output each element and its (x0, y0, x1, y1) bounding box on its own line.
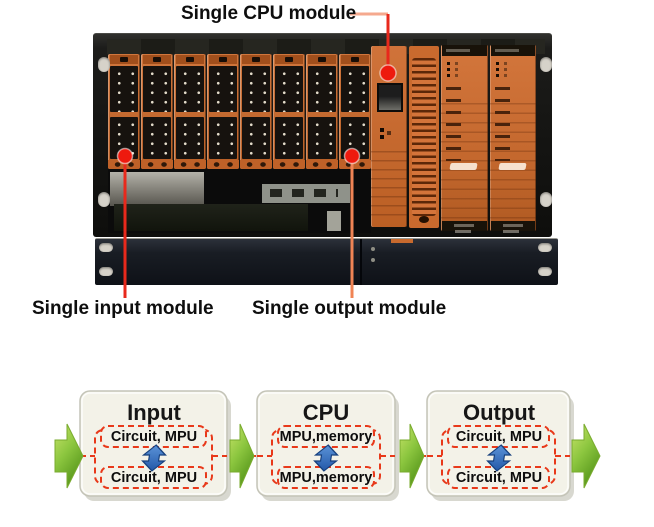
flow-arrow-right-icon (399, 423, 425, 489)
bottom-blank-panel (95, 238, 558, 285)
io-module (174, 54, 206, 169)
module-foot (391, 239, 413, 243)
flow-box-output: Output Circuit, MPU Circuit, MPU (426, 390, 574, 501)
exchange-arrow-icon (486, 444, 512, 472)
plc-rack-photo: Single CPU module Single input module Si… (32, 3, 558, 319)
flow-arrow-right-icon (229, 423, 255, 489)
processor-module-row (441, 45, 536, 231)
mounting-hole (538, 243, 552, 252)
metal-tab (327, 211, 341, 231)
vent-slats (412, 58, 436, 216)
channel-a-outline (447, 425, 550, 448)
panel-seam (360, 239, 362, 285)
flow-box-title: Output (463, 400, 536, 425)
channel-b-label: Circuit, MPU (456, 470, 542, 486)
mounting-hole (540, 57, 552, 72)
channel-a-label: Circuit, MPU (111, 429, 197, 445)
processor-module (441, 45, 488, 231)
channel-b-label: MPU,memory (280, 470, 373, 486)
exchange-arrow-icon (313, 444, 339, 472)
io-module-row (108, 54, 371, 169)
exchange-arrow-icon (141, 444, 167, 472)
module-model-mark (455, 230, 471, 233)
din-rail-bracket (110, 172, 204, 206)
mounting-hole (98, 57, 110, 72)
cpu-module-switches (380, 128, 384, 132)
flow-box-cpu: CPU MPU,memory MPU,memory (256, 390, 399, 501)
mounting-hole (540, 192, 552, 207)
flow-box-input: Input Circuit, MPU Circuit, MPU (79, 390, 231, 501)
mounting-hole (99, 267, 113, 276)
io-module (273, 54, 305, 169)
cpu-module (371, 46, 407, 227)
flow-arrow-right-icon (571, 423, 601, 489)
flow-box-title: CPU (303, 400, 349, 425)
channel-a-label: MPU,memory (280, 429, 373, 445)
channel-a-label: Circuit, MPU (456, 429, 542, 445)
vent-connector (419, 216, 429, 223)
module-model-mark (503, 230, 519, 233)
mounting-hole (99, 243, 113, 252)
processor-module (489, 45, 536, 231)
flow-box-title: Input (127, 400, 181, 425)
flow-arrow-right-icon (54, 423, 84, 489)
io-module (108, 54, 140, 169)
cpu-module-label: Single CPU module (181, 3, 357, 24)
io-module (141, 54, 173, 169)
mounting-hole (538, 267, 552, 276)
channel-b-label: Circuit, MPU (111, 470, 197, 486)
mounting-hole (98, 192, 110, 207)
rack-interior (108, 169, 371, 233)
io-module (207, 54, 239, 169)
input-module-label: Single input module (32, 298, 214, 319)
rack-shelf (114, 204, 308, 231)
redundancy-flow-diagram: Input Circuit, MPU Circuit, MPU CPU MPU,… (54, 390, 601, 501)
io-module (339, 54, 371, 169)
panel-screws (371, 247, 375, 251)
io-module (306, 54, 338, 169)
output-module-label: Single output module (252, 298, 447, 319)
io-module (240, 54, 272, 169)
cpu-module-display (377, 83, 403, 112)
terminal-device (262, 184, 350, 203)
vented-module (409, 46, 439, 228)
cpu-module-ridges (371, 151, 407, 223)
